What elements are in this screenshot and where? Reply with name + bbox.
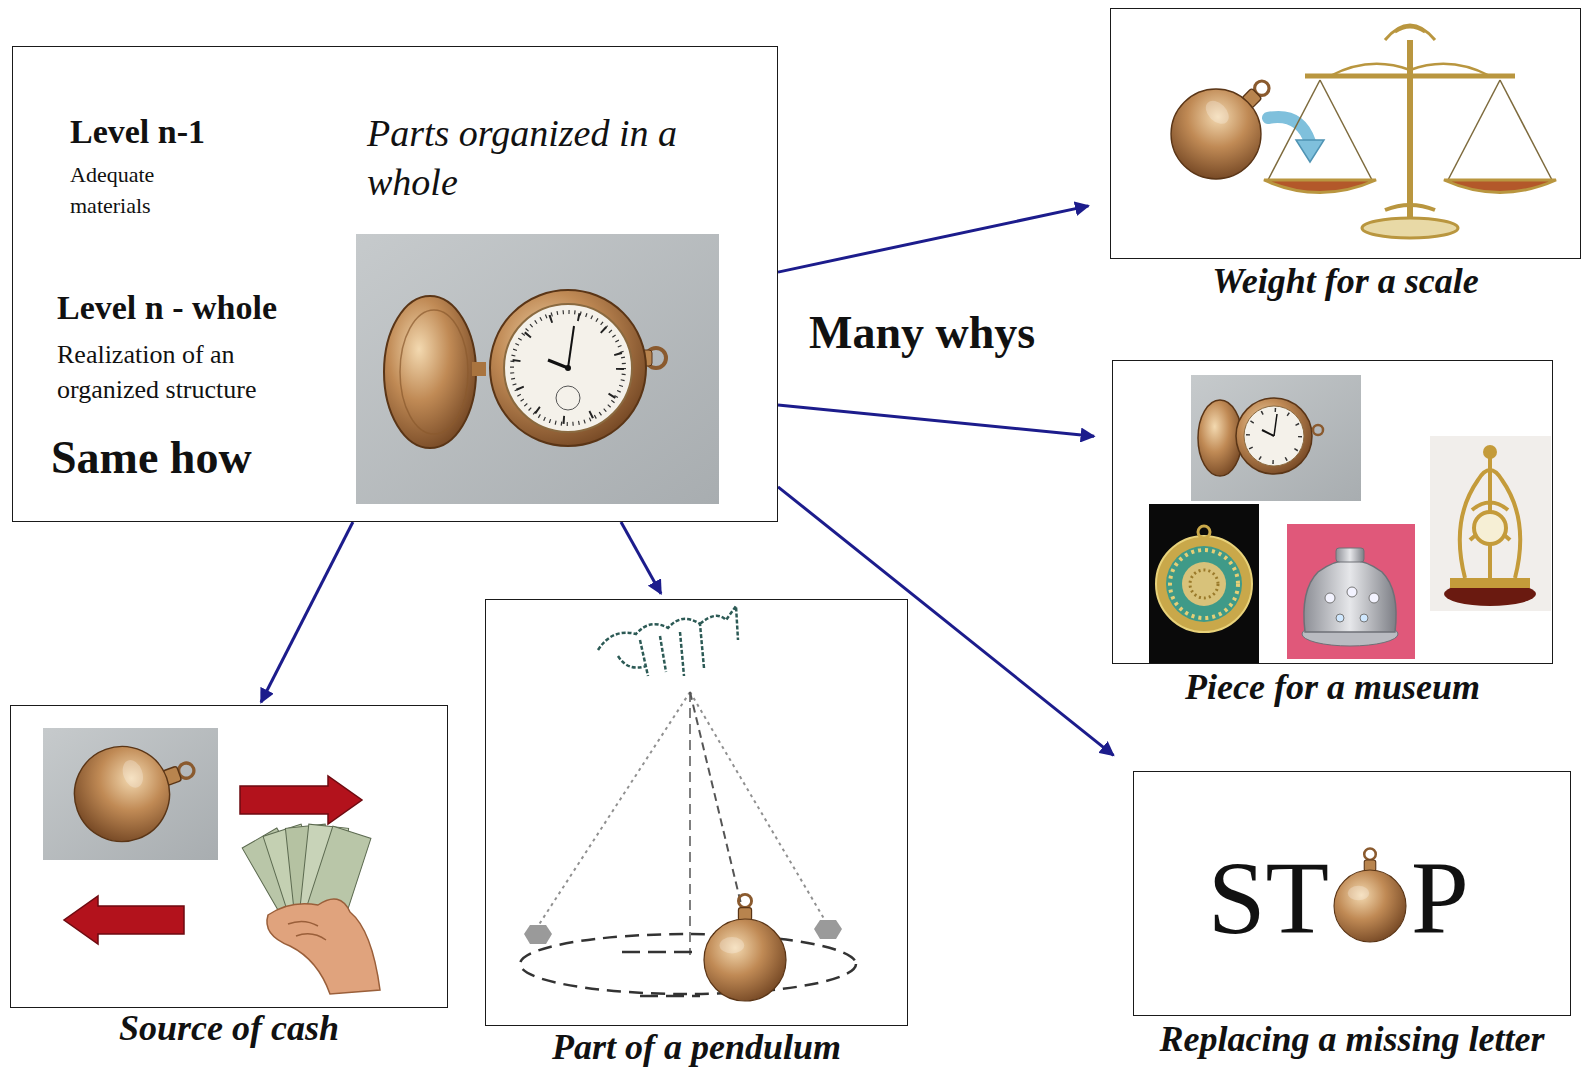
- stop-watch-letter: [1334, 848, 1406, 942]
- use-caption: Part of a pendulum: [552, 1028, 841, 1068]
- use-caption: Piece for a museum: [1185, 668, 1480, 708]
- side-label: Many whys: [809, 306, 1035, 359]
- letter-text: P: [1411, 846, 1469, 950]
- letter-text: ST: [1208, 846, 1329, 950]
- key-phrase: Same how: [51, 429, 252, 487]
- arrow-connector: [778, 206, 1089, 272]
- use-caption: Source of cash: [119, 1009, 339, 1049]
- concept-box: Level n-1Adequate materials Parts organiz…: [12, 46, 778, 522]
- arrow-connector: [778, 405, 1094, 436]
- use-box: Weight for a scale: [1110, 8, 1581, 259]
- museum-illustration: [1149, 375, 1551, 664]
- use-box: Piece for a museum: [1112, 360, 1553, 664]
- level-heading: Level n - whole: [57, 287, 277, 330]
- use-caption: Replacing a missing letter: [1159, 1020, 1544, 1060]
- arrow-connector: [778, 487, 1114, 756]
- pendulum-illustration: [520, 606, 856, 1001]
- level-note: Adequate materials: [70, 160, 195, 222]
- use-caption: Weight for a scale: [1212, 262, 1478, 302]
- concept-note: Parts organized in a whole: [367, 109, 717, 208]
- use-box: STPReplacing a missing letter: [1133, 771, 1571, 1016]
- arrow-connector: [621, 522, 661, 594]
- use-box: Part of a pendulum: [485, 599, 908, 1026]
- level-heading: Level n-1: [70, 111, 205, 154]
- use-box: Source of cash: [10, 705, 448, 1008]
- cash-illustration: [43, 723, 380, 994]
- scale-illustration: [1152, 25, 1556, 238]
- arrow-connector: [261, 522, 353, 702]
- pocket-watch-photo: [356, 234, 719, 504]
- level-note: Realization of an organized structure: [57, 337, 332, 407]
